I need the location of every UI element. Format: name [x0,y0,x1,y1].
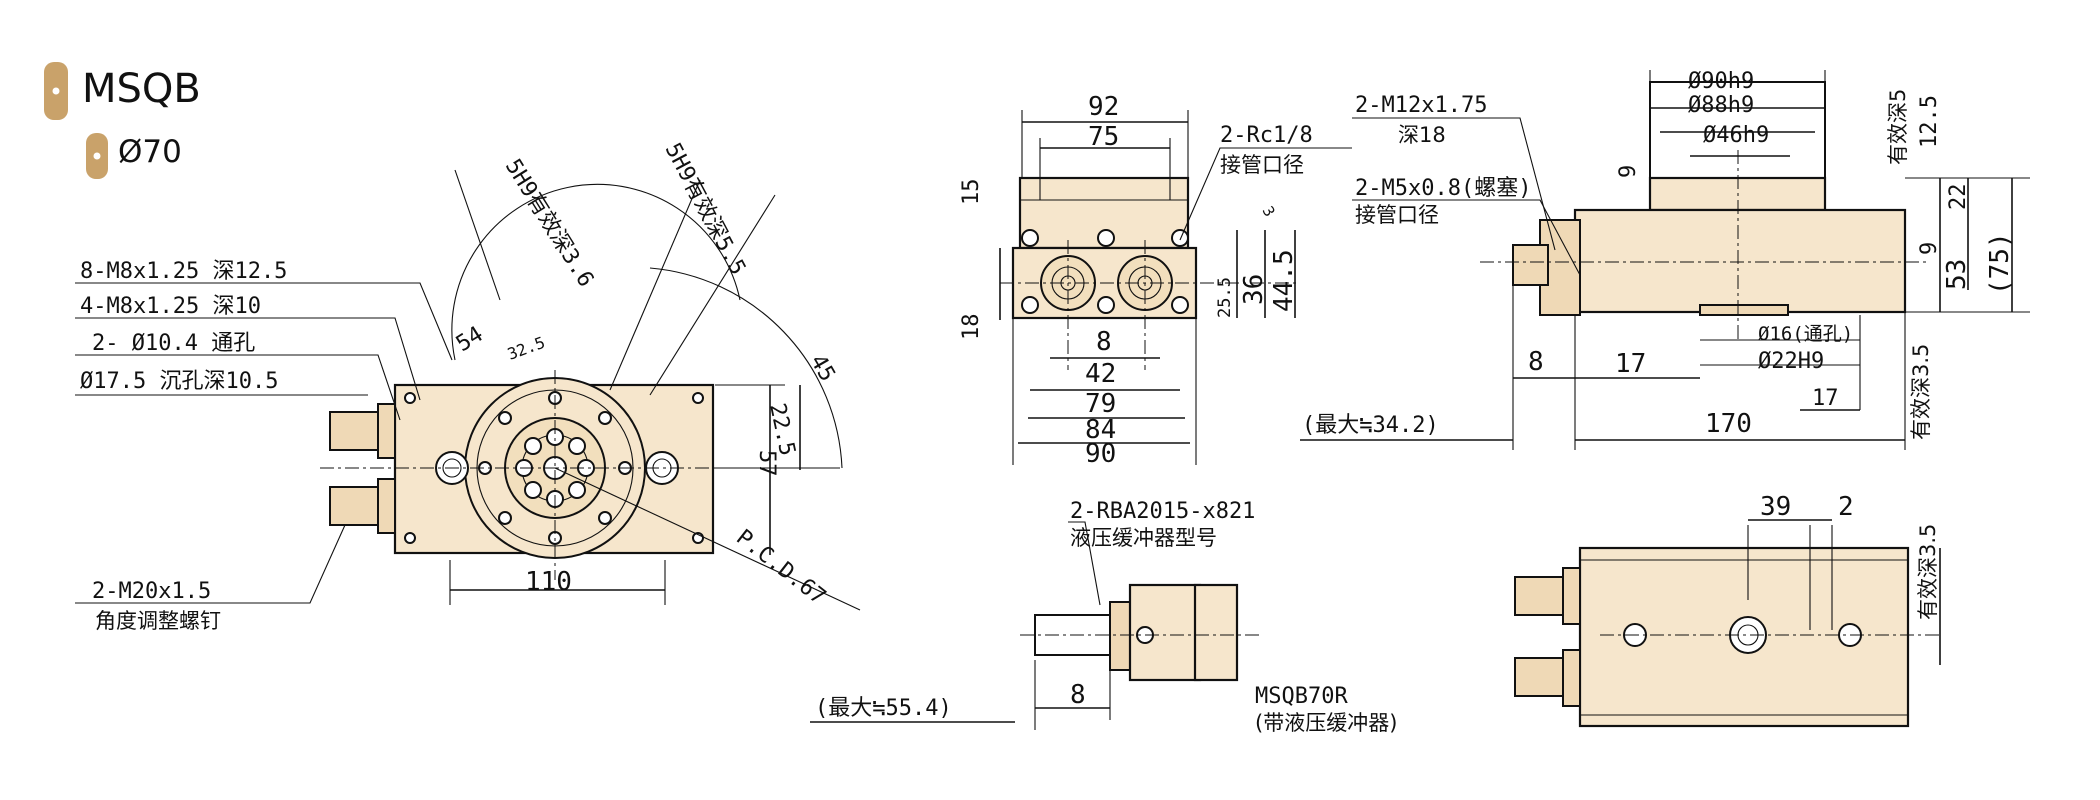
side-dim-44-5: 44.5 [1269,249,1299,312]
bottom-dim-39: 39 [1760,492,1791,522]
top-dim-53: 53 [1942,259,1972,290]
dim-57: 57 [754,450,779,477]
top-thread-a: 2-M12x1.75 [1355,93,1487,118]
side-dim-18: 18 [959,314,984,341]
shock-view [810,521,1260,730]
top-dim-17a: 17 [1615,349,1646,379]
side-dim-42: 42 [1085,359,1116,389]
side-dim-75: 75 [1088,122,1119,152]
top-dim-9b: 9 [1917,242,1942,255]
bottom-depth3-5: 有效深3.5 [1916,524,1940,620]
badge-dot-icon [93,152,101,160]
top-dim-170: 170 [1705,409,1752,439]
bottom-view [1514,519,1941,728]
top-depth3-5: 有效深3.5 [1909,344,1933,440]
top-max: (最大≒34.2) [1302,413,1439,438]
dim-32-5: 32.5 [505,333,548,364]
top-d88: Ø88h9 [1688,93,1754,118]
label-counterbore: Ø17.5 沉孔深10.5 [80,369,278,394]
side-dim-84: 84 [1085,415,1116,445]
side-dim-79: 79 [1085,389,1116,419]
label-pcd: P.C.D.67 [731,525,830,610]
side-dim-3: 3 [1259,203,1279,220]
top-dim-22: 22 [1946,184,1971,211]
top-d46: Ø46h9 [1703,123,1769,148]
shock-model: 2-RBA2015-x821 [1070,499,1255,524]
side-port-note: 接管口径 [1220,153,1304,177]
side-dim-90: 90 [1085,439,1116,469]
dim-110: 110 [525,567,572,597]
shock-dim-8: 8 [1070,680,1086,710]
top-dim-8: 8 [1528,347,1544,377]
bore-title: Ø70 [118,134,182,170]
top-thread-b: 2-M5x0.8(螺塞) [1355,176,1531,201]
badge-dot-icon [52,87,60,95]
series-badge [44,62,68,120]
shock-model-note: 液压缓冲器型号 [1070,526,1217,550]
label-pin-hole-a: 5H9有效深3.6 [500,155,598,292]
top-dim-17b: 17 [1812,386,1839,411]
bottom-dim-2: 2 [1838,492,1854,522]
top-thread-a-depth: 深18 [1398,123,1446,147]
label-pin-hole-b: 5H9有效深5.5 [660,139,750,279]
top-view [1300,70,2030,450]
label-mount-threads: 4-M8x1.25 深10 [80,294,261,319]
shock-variant-note: (带液压缓冲器) [1255,711,1397,735]
top-thread-b-note: 接管口径 [1355,203,1439,227]
label-adj-screw-note: 角度调整螺钉 [95,609,221,633]
side-view [999,110,1352,465]
dim-54: 54 [452,322,488,357]
series-title: MSQB [82,66,201,112]
shock-variant: MSQB70R [1255,684,1348,709]
bore-badge [86,133,108,179]
top-dim-12-5: 12.5 [1917,95,1942,148]
shock-max: (最大≒55.4) [815,696,952,721]
top-depth5: 有效深5 [1886,89,1910,165]
label-through-holes: 2- Ø10.4 通孔 [92,331,255,356]
side-dim-8: 8 [1096,327,1112,357]
top-d22: Ø22H9 [1758,349,1824,374]
dim-45: 45 [805,351,840,386]
side-dim-36: 36 [1239,274,1269,305]
label-port-threads: 8-M8x1.25 深12.5 [80,259,287,284]
label-adj-screw: 2-M20x1.5 [92,579,211,604]
side-port: 2-Rc1/8 [1220,123,1313,148]
top-dim-9a: 9 [1616,165,1641,178]
side-dim-25-5: 25.5 [1215,277,1235,318]
side-dim-15: 15 [959,179,984,206]
top-dim-75: (75) [1985,232,2015,295]
top-d90: Ø90h9 [1688,69,1754,94]
top-d16: Ø16(通孔) [1758,323,1853,345]
side-dim-92: 92 [1088,92,1119,122]
front-view [75,169,861,611]
